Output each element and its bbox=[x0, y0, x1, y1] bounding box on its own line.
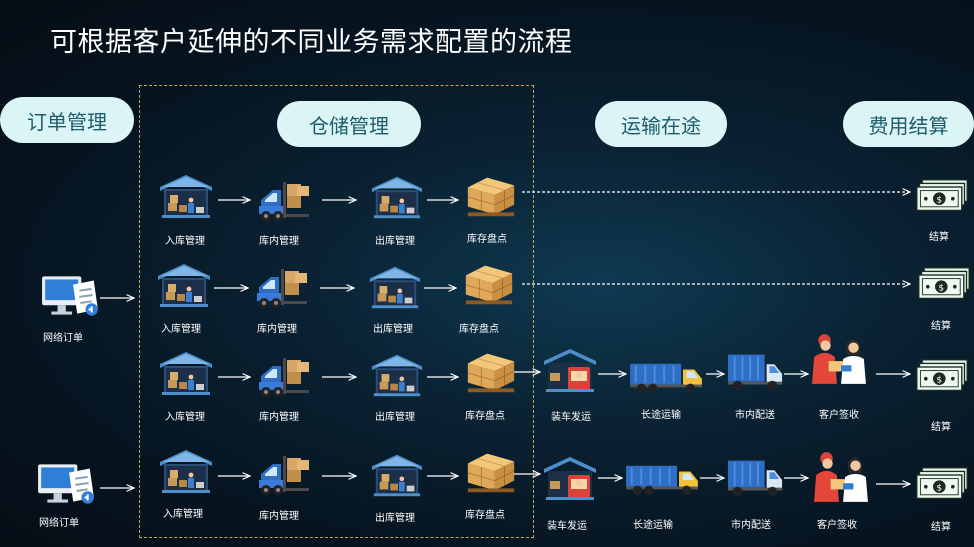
label-city: 市内配送 bbox=[716, 516, 786, 531]
computer-order-icon bbox=[40, 272, 102, 320]
label-settle: 结算 bbox=[906, 518, 974, 533]
label-outbound: 出库管理 bbox=[360, 509, 430, 524]
money-icon bbox=[916, 266, 972, 302]
label-inhouse: 库内管理 bbox=[244, 507, 314, 522]
warehouse-outbound-icon bbox=[370, 452, 424, 498]
delivery-person-icon bbox=[812, 450, 870, 502]
loading-dock-icon bbox=[542, 344, 598, 396]
pallet-icon bbox=[464, 346, 518, 398]
label-inhouse: 库内管理 bbox=[242, 320, 312, 335]
delivery-person-icon bbox=[810, 332, 868, 384]
label-inventory: 库存盘点 bbox=[452, 230, 522, 245]
label-inhouse: 库内管理 bbox=[244, 408, 314, 423]
label-city: 市内配送 bbox=[720, 406, 790, 421]
label-settle: 结算 bbox=[906, 317, 974, 332]
label-signing: 客户签收 bbox=[802, 516, 872, 531]
label-inventory: 库存盘点 bbox=[450, 506, 520, 521]
label-web-order-1: 网络订单 bbox=[28, 329, 98, 344]
warehouse-outbound-icon bbox=[370, 174, 424, 220]
warehouse-inbound-icon bbox=[158, 448, 214, 494]
pallet-icon bbox=[464, 446, 518, 498]
label-inventory: 库存盘点 bbox=[450, 407, 520, 422]
warehouse-outbound-icon bbox=[370, 352, 424, 398]
money-icon bbox=[914, 178, 970, 214]
label-inbound: 入库管理 bbox=[148, 505, 218, 520]
truck-longhaul-icon bbox=[624, 462, 700, 496]
label-inbound: 入库管理 bbox=[150, 408, 220, 423]
money-icon bbox=[914, 466, 970, 502]
label-loading: 装车发运 bbox=[536, 408, 606, 423]
money-icon bbox=[914, 358, 970, 394]
label-settle: 结算 bbox=[904, 228, 974, 243]
forklift-icon bbox=[256, 452, 314, 498]
warehouse-inbound-icon bbox=[156, 262, 212, 308]
label-outbound: 出库管理 bbox=[360, 232, 430, 247]
label-longhaul: 长途运输 bbox=[618, 516, 688, 531]
loading-dock-icon bbox=[542, 452, 598, 504]
pallet-icon bbox=[464, 170, 518, 222]
van-city-icon bbox=[726, 458, 784, 498]
label-outbound: 出库管理 bbox=[360, 408, 430, 423]
label-inbound: 入库管理 bbox=[150, 232, 220, 247]
label-outbound: 出库管理 bbox=[358, 320, 428, 335]
pallet-icon bbox=[462, 258, 516, 310]
label-inbound: 入库管理 bbox=[146, 320, 216, 335]
van-city-icon bbox=[726, 352, 784, 392]
warehouse-inbound-icon bbox=[158, 350, 214, 396]
warehouse-outbound-icon bbox=[368, 264, 422, 310]
label-inhouse: 库内管理 bbox=[244, 232, 314, 247]
label-loading: 装车发运 bbox=[532, 517, 602, 532]
label-inventory: 库存盘点 bbox=[444, 320, 514, 335]
label-web-order-2: 网络订单 bbox=[24, 514, 94, 529]
forklift-icon bbox=[256, 354, 314, 400]
forklift-icon bbox=[254, 265, 312, 311]
warehouse-inbound-icon bbox=[158, 173, 214, 219]
label-settle: 结算 bbox=[906, 418, 974, 433]
truck-longhaul-icon bbox=[628, 360, 704, 394]
computer-order-icon bbox=[36, 460, 98, 508]
label-signing: 客户签收 bbox=[804, 406, 874, 421]
forklift-icon bbox=[256, 178, 314, 224]
label-longhaul: 长途运输 bbox=[626, 406, 696, 421]
